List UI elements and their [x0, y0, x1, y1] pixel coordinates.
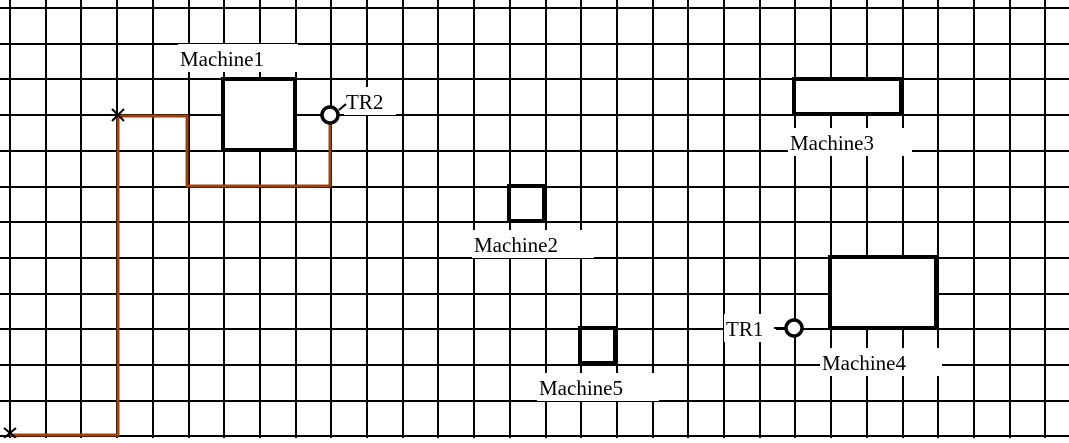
- machine3-label-bg: [788, 128, 912, 156]
- machine1-label-bg: [178, 44, 298, 72]
- tr2-circle-icon: [320, 105, 340, 125]
- transport-path: [10, 114, 332, 437]
- tr1-circle-icon: [784, 318, 804, 338]
- machine3-label: Machine3: [790, 131, 874, 155]
- tr2-label-bg: [344, 87, 396, 115]
- machine2-label: Machine2: [474, 233, 558, 257]
- machine4-label: Machine4: [822, 351, 906, 375]
- tr2-connector: [338, 103, 347, 111]
- tr2-label: TR2: [346, 90, 383, 114]
- machine4-box: [828, 255, 938, 330]
- x-mark-icon: [111, 108, 125, 122]
- x-mark-icon: [3, 427, 17, 439]
- tr1-label-bg: [724, 314, 776, 342]
- machine3-box: [792, 77, 903, 116]
- tr1-label: TR1: [726, 317, 763, 341]
- machine5-box: [578, 326, 617, 365]
- machine1-label: Machine1: [180, 47, 264, 71]
- machine5-label-bg: [537, 373, 659, 401]
- machine2-box: [507, 184, 546, 223]
- machine2-label-bg: [472, 230, 594, 258]
- machine4-label-bg: [820, 348, 942, 376]
- machine1-box: [221, 77, 297, 152]
- machine5-label: Machine5: [539, 376, 623, 400]
